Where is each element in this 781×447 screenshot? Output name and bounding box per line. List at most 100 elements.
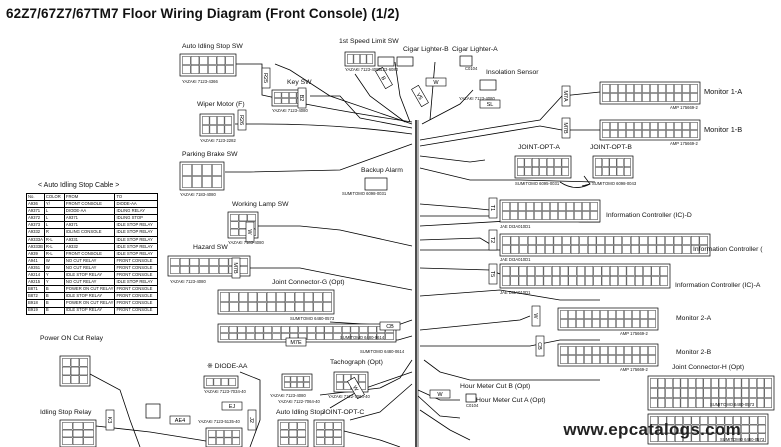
connector-pin xyxy=(608,346,616,355)
connector-pin xyxy=(566,211,574,220)
connector-pin xyxy=(568,276,577,286)
connector-pin xyxy=(550,202,558,211)
wiper-motor-label: Wiper Motor (F) xyxy=(197,101,245,108)
connector-pin xyxy=(659,266,668,276)
wire-tag: EJ xyxy=(221,401,243,411)
connector-pin xyxy=(724,424,733,434)
connector-pin xyxy=(316,429,325,438)
table-cell: A9331 xyxy=(63,235,116,244)
wire-tag-label: W xyxy=(437,392,443,398)
connector-pin xyxy=(711,378,719,388)
table-cell: IDLE STOP RELAY xyxy=(63,306,116,315)
connector-pin xyxy=(576,310,584,319)
connector-pin xyxy=(626,276,635,286)
connector-pin xyxy=(539,158,547,167)
connector-pin xyxy=(588,236,597,245)
connector-pin xyxy=(534,202,542,211)
connector-pin xyxy=(230,214,239,222)
connector-pin xyxy=(502,266,511,276)
connector-pin xyxy=(216,65,226,74)
connector-pin xyxy=(524,158,532,167)
connector-pin xyxy=(179,266,190,274)
table-cell: FRONT CONSOLE xyxy=(63,249,116,258)
connector-pin xyxy=(545,236,554,245)
connector-pin xyxy=(610,93,618,102)
table-cell: IDLE STOP RELAY xyxy=(114,242,159,251)
hour-meter-a-label: Hour Meter Cut A (Opt) xyxy=(476,397,546,404)
connector-pin xyxy=(673,398,681,408)
part-number: SUMITOMO 6480-0573 xyxy=(720,437,765,442)
connector-pin xyxy=(257,302,267,312)
connector-pin xyxy=(683,416,692,425)
key-sw-label: Key SW xyxy=(287,79,312,86)
connector-pin xyxy=(749,433,758,442)
connector-pin xyxy=(216,56,226,65)
connector-pin xyxy=(666,130,674,138)
connector-pin xyxy=(650,424,659,434)
connector-pin xyxy=(699,433,708,442)
wire-tag-label: T5 xyxy=(489,271,495,277)
connector-pin xyxy=(695,398,704,408)
wire-tag-label: SL xyxy=(487,102,494,108)
connector-pin xyxy=(724,416,733,425)
connector-pin xyxy=(209,266,219,274)
connector-pin xyxy=(524,167,532,176)
connector-pin xyxy=(288,437,298,445)
connector-pin xyxy=(593,276,602,286)
connector-pin xyxy=(510,202,518,211)
connector-pin xyxy=(570,236,580,245)
parking-brake-sw-label: Parking Brake SW xyxy=(182,151,238,158)
table-cell: A9332 xyxy=(26,228,45,237)
wire-tag-label: B2 xyxy=(298,95,304,102)
connector-pin xyxy=(616,319,624,328)
connector-pin xyxy=(673,388,681,398)
connector-pin xyxy=(62,375,71,384)
connector-pin xyxy=(170,266,180,274)
connector-pin xyxy=(62,422,73,430)
connector-pin xyxy=(539,167,547,176)
wire-tag-label: J2 xyxy=(248,417,254,423)
connector-pin xyxy=(561,167,569,176)
part-number: YAZAKI 7123-4080 xyxy=(345,67,381,72)
connector-pin xyxy=(230,228,239,236)
connector-pin xyxy=(579,236,588,245)
connector-pin xyxy=(741,433,750,442)
connector-pin xyxy=(708,416,717,425)
part-number: YAZAKI 7123-4366 xyxy=(182,79,218,84)
connector-pin xyxy=(634,122,642,130)
connector-pin xyxy=(360,54,367,64)
connector-pin xyxy=(288,422,298,430)
connector-pin xyxy=(304,292,314,302)
connector-pin xyxy=(72,429,84,438)
connector-pin xyxy=(665,236,674,245)
connector-pin xyxy=(642,122,650,130)
connector-pin xyxy=(342,333,351,340)
connector-pin xyxy=(688,398,696,408)
connector-pin xyxy=(632,346,640,355)
connector-pin xyxy=(616,167,624,176)
part-number: YAZAKI 7123-4080 xyxy=(270,393,306,398)
connector-pin xyxy=(640,310,648,319)
connector-pin xyxy=(756,378,765,388)
wire-tag: W xyxy=(429,389,451,399)
connector-pin xyxy=(718,378,727,388)
connector-pin xyxy=(237,326,246,333)
connector-pin xyxy=(208,430,216,438)
connector-pin xyxy=(733,416,741,425)
connector-pin xyxy=(650,84,658,93)
connector-pin xyxy=(276,292,286,302)
connector-pin xyxy=(224,116,232,125)
connector-pin xyxy=(79,366,88,376)
connector-pin xyxy=(535,266,544,276)
connector-pin xyxy=(313,302,323,312)
connector-pin xyxy=(718,388,727,398)
connector-pin xyxy=(592,355,600,364)
connector-pin xyxy=(616,346,624,355)
wire-tag: W xyxy=(245,221,255,243)
wire-tag-label: AE4 xyxy=(175,418,185,424)
connector-pin xyxy=(602,84,610,93)
connector-pin xyxy=(189,266,200,274)
connector-pin xyxy=(333,429,342,438)
